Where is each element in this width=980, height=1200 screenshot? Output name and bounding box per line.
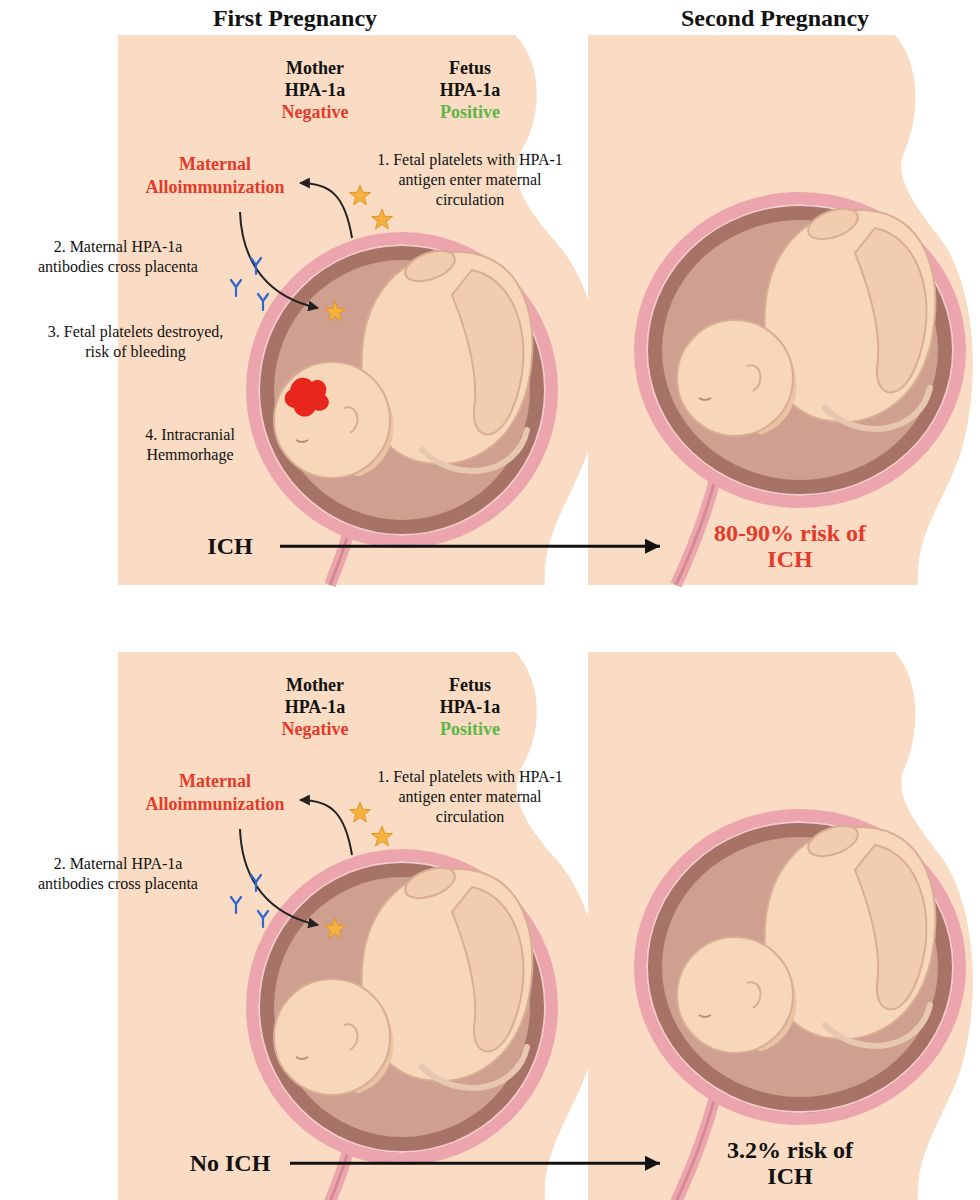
step-note: 2. Maternal HPA-1a antibodies cross plac… — [32, 237, 204, 277]
first-pregnancy-figure — [118, 652, 600, 1200]
outcome-box: 3.2% risk of ICH — [660, 1137, 920, 1190]
label-box: Mother — [265, 675, 365, 697]
second-pregnancy-figure — [588, 35, 973, 585]
blood-type-label: HPA-1a — [265, 697, 365, 719]
outcome-box: No ICH — [170, 1150, 290, 1176]
step-note: 4. Intracranial Hemmorhage — [125, 425, 255, 465]
outcome-text: 80-90% risk of ICH — [710, 520, 870, 573]
label-box: Maternal Alloimmunization — [130, 153, 300, 200]
label-box: 2. Maternal HPA-1a antibodies cross plac… — [32, 854, 204, 894]
positive-label: Positive — [420, 719, 520, 741]
column-heading: Second Pregnancy — [635, 4, 915, 33]
label-box: HPA-1a — [265, 80, 365, 102]
label-box: First Pregnancy — [155, 4, 435, 33]
label-box: 4. Intracranial Hemmorhage — [125, 425, 255, 465]
label-box: Second Pregnancy — [635, 4, 915, 33]
step-note: 3. Fetal platelets destroyed, risk of bl… — [38, 322, 233, 362]
step-note: 1. Fetal platelets with HPA-1 antigen en… — [370, 767, 570, 827]
second-pregnancy-figure — [588, 652, 973, 1200]
positive-label: Positive — [420, 102, 520, 124]
outcome-box: 80-90% risk of ICH — [660, 520, 920, 573]
outcome-text: ICH — [184, 533, 276, 559]
label-box: HPA-1a — [420, 697, 520, 719]
step-note: 2. Maternal HPA-1a antibodies cross plac… — [32, 854, 204, 894]
hemorrhage-blob — [285, 378, 329, 417]
label-box: Fetus — [420, 58, 520, 80]
alloimmunization-label: Maternal Alloimmunization — [130, 153, 300, 200]
label-box: Negative — [265, 102, 365, 124]
outcome-text: 3.2% risk of ICH — [710, 1137, 870, 1190]
label-box: 1. Fetal platelets with HPA-1 antigen en… — [370, 150, 570, 210]
label-box: Positive — [420, 102, 520, 124]
blood-type-label: HPA-1a — [420, 697, 520, 719]
blood-type-label: Mother — [265, 675, 365, 697]
blood-type-label: HPA-1a — [265, 80, 365, 102]
blood-type-label: Mother — [265, 58, 365, 80]
outcome-arrow — [290, 1162, 660, 1165]
step-note: 1. Fetal platelets with HPA-1 antigen en… — [370, 150, 570, 210]
negative-label: Negative — [265, 102, 365, 124]
first-pregnancy-figure — [118, 35, 600, 585]
label-box: Mother — [265, 58, 365, 80]
column-heading: First Pregnancy — [155, 4, 435, 33]
outcome-box: ICH — [180, 533, 280, 559]
label-box: 1. Fetal platelets with HPA-1 antigen en… — [370, 767, 570, 827]
label-box: HPA-1a — [265, 697, 365, 719]
outcome-arrow — [280, 545, 660, 548]
label-box: Negative — [265, 719, 365, 741]
label-box: 3. Fetal platelets destroyed, risk of bl… — [38, 322, 233, 362]
label-box: Fetus — [420, 675, 520, 697]
label-box: HPA-1a — [420, 80, 520, 102]
blood-type-label: Fetus — [420, 675, 520, 697]
label-box: Positive — [420, 719, 520, 741]
label-box: Maternal Alloimmunization — [130, 770, 300, 817]
outcome-text: No ICH — [174, 1150, 286, 1176]
alloimmunization-label: Maternal Alloimmunization — [130, 770, 300, 817]
label-box: 2. Maternal HPA-1a antibodies cross plac… — [32, 237, 204, 277]
negative-label: Negative — [265, 719, 365, 741]
blood-type-label: HPA-1a — [420, 80, 520, 102]
blood-type-label: Fetus — [420, 58, 520, 80]
